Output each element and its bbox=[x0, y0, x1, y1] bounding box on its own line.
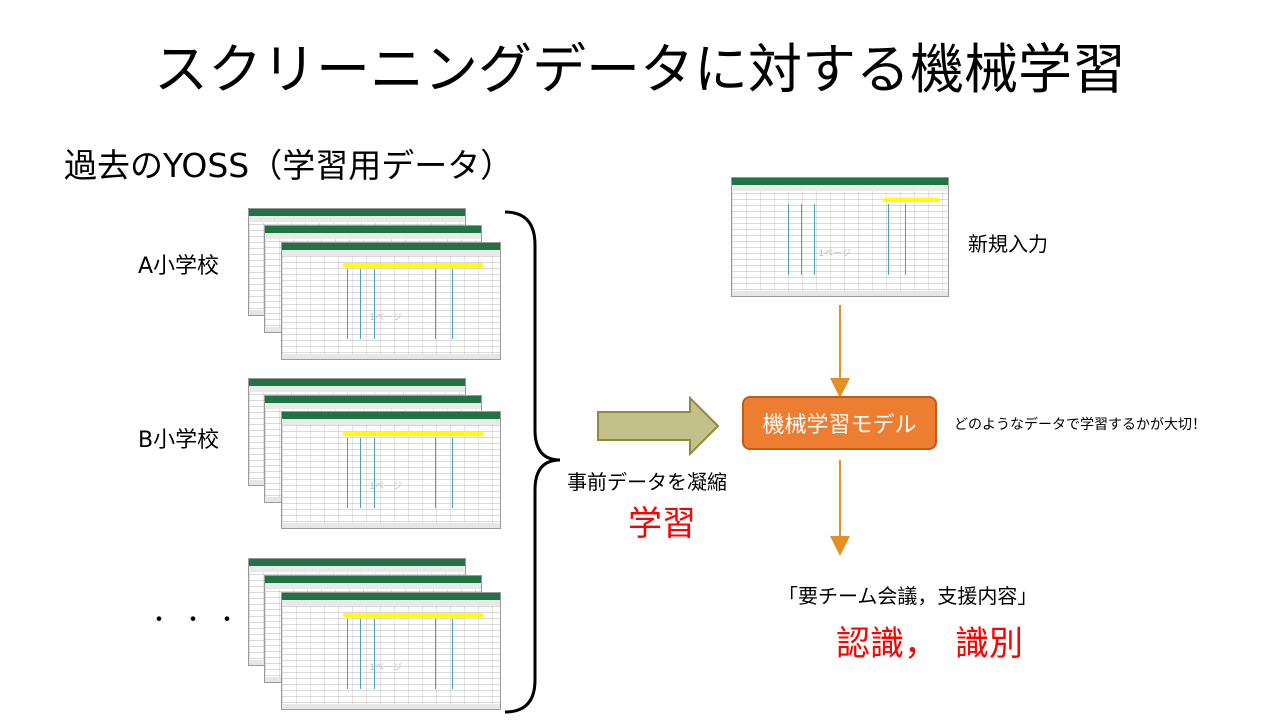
training-data-heading: 過去のYOSS（学習用データ） bbox=[64, 146, 514, 185]
watermark-text: 1ページ bbox=[818, 249, 851, 260]
spreadsheet-thumbnail: 1ページ bbox=[281, 411, 501, 529]
grouping-brace bbox=[504, 210, 561, 714]
learning-label: 学習 bbox=[628, 504, 696, 544]
ml-model-label: 機械学習モデル bbox=[762, 413, 917, 438]
spreadsheet-thumbnail: 1ページ bbox=[281, 242, 501, 360]
school-b-label: B小学校 bbox=[138, 428, 220, 453]
watermark-text: 1ページ bbox=[369, 482, 402, 493]
new-input-label: 新規入力 bbox=[968, 232, 1048, 256]
recognition-label: 認識， 識別 bbox=[836, 624, 1023, 664]
data-importance-note: どのようなデータで学習するかが大切！ bbox=[954, 417, 1206, 433]
slide-title: スクリーニングデータに対する機械学習 bbox=[154, 38, 1126, 101]
learning-block-arrow bbox=[597, 395, 720, 457]
ml-model-box: 機械学習モデル bbox=[742, 396, 937, 450]
condense-data-label: 事前データを凝縮 bbox=[567, 470, 727, 494]
school-a-label: A小学校 bbox=[138, 254, 220, 279]
spreadsheet-thumbnail: 1ページ bbox=[281, 592, 501, 710]
watermark-text: 1ページ bbox=[369, 313, 402, 324]
watermark-text: 1ページ bbox=[369, 663, 402, 674]
output-label: 「要チーム会議，支援内容」 bbox=[778, 584, 1038, 608]
new-input-spreadsheet: 1ページ bbox=[731, 177, 949, 297]
more-schools-ellipsis: ・・・ bbox=[148, 608, 251, 633]
